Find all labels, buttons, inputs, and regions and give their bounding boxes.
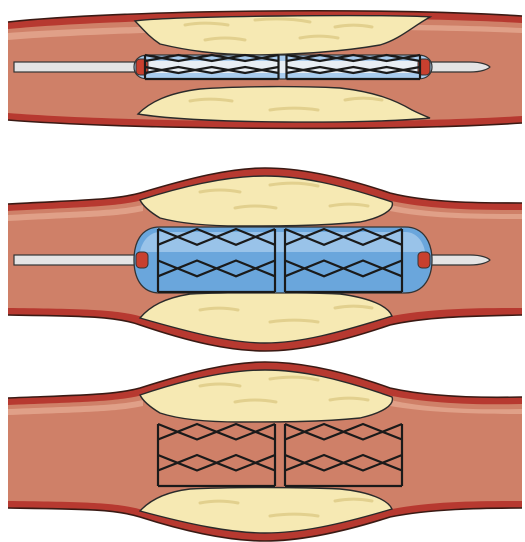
guide-catheter [14, 255, 140, 265]
guide-catheter [14, 62, 140, 72]
panel-stent-deployed [8, 362, 522, 541]
balloon-marker-left [136, 252, 148, 268]
catheter-tip [424, 62, 490, 72]
catheter-tip [424, 255, 490, 265]
panel-balloon-inflated [8, 168, 522, 351]
panel-stent-crimped [8, 11, 522, 129]
balloon-marker-right [418, 252, 430, 268]
